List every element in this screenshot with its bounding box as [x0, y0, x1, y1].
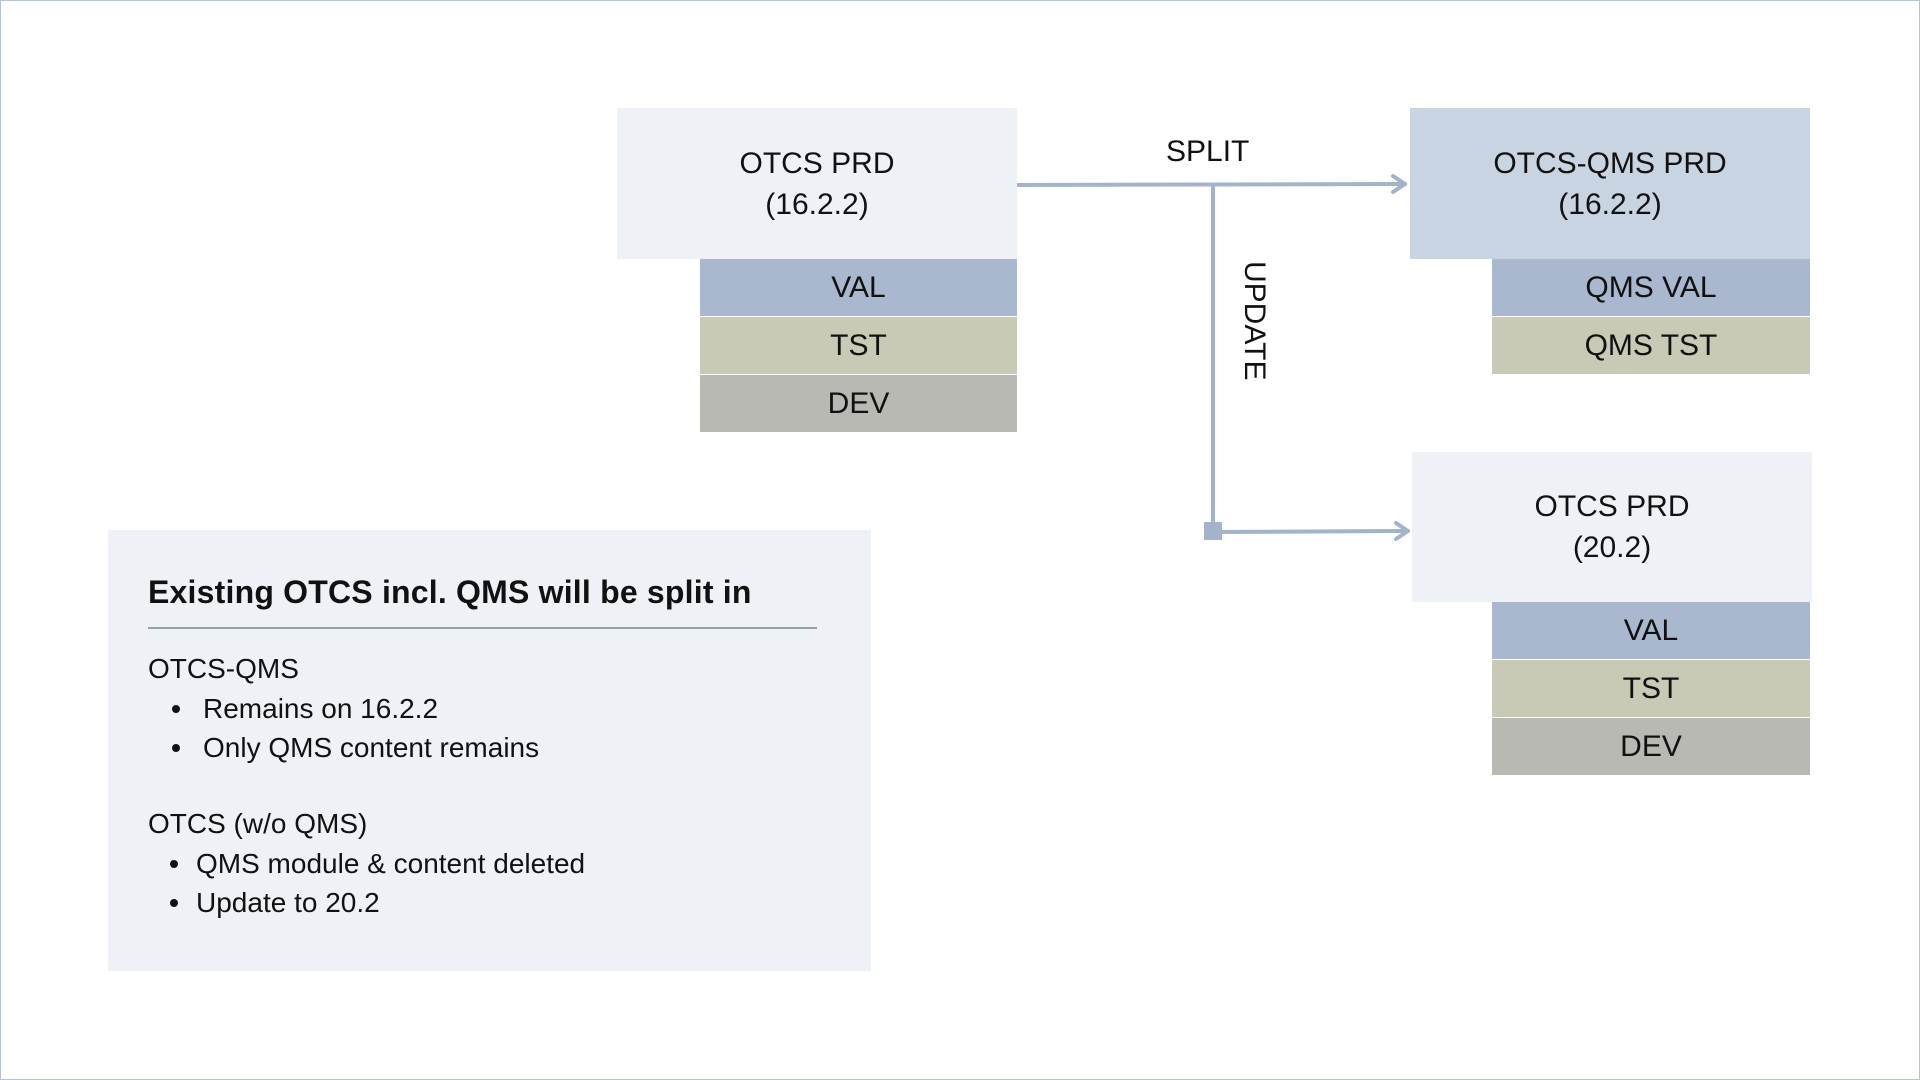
- source-prd-version: (16.2.2): [765, 187, 869, 221]
- split-label: SPLIT: [1166, 135, 1250, 168]
- info-list-qms: Remains on 16.2.2 Only QMS content remai…: [148, 689, 831, 767]
- list-item: Update to 20.2: [148, 883, 831, 922]
- info-group-title-qms: OTCS-QMS: [148, 653, 299, 684]
- updated-env-val: VAL: [1492, 602, 1810, 659]
- list-item: Only QMS content remains: [148, 728, 831, 767]
- info-group-title-otcs: OTCS (w/o QMS): [148, 808, 368, 839]
- updated-env-tst: TST: [1492, 660, 1810, 717]
- info-title: Existing OTCS incl. QMS will be split in: [148, 574, 817, 629]
- updated-prd-box: OTCS PRD (20.2): [1412, 452, 1812, 602]
- source-env-dev: DEV: [700, 375, 1017, 432]
- qms-env-val: QMS VAL: [1492, 259, 1810, 316]
- source-env-val: VAL: [700, 259, 1017, 316]
- updated-prd-title: OTCS PRD: [1534, 490, 1690, 523]
- source-prd-box: OTCS PRD (16.2.2): [617, 108, 1017, 259]
- updated-env-dev: DEV: [1492, 718, 1810, 775]
- info-panel: Existing OTCS incl. QMS will be split in…: [108, 530, 871, 971]
- qms-prd-title: OTCS-QMS PRD: [1493, 146, 1727, 180]
- qms-prd-box: OTCS-QMS PRD (16.2.2): [1410, 108, 1810, 259]
- update-label: UPDATE: [1238, 261, 1271, 381]
- updated-prd-version: (20.2): [1572, 531, 1652, 564]
- list-item: QMS module & content deleted: [148, 844, 831, 883]
- source-env-tst: TST: [700, 317, 1017, 374]
- qms-prd-version: (16.2.2): [1558, 187, 1662, 221]
- list-item: Remains on 16.2.2: [148, 689, 831, 728]
- qms-env-tst: QMS TST: [1492, 317, 1810, 374]
- source-prd-title: OTCS PRD: [739, 146, 895, 180]
- info-list-otcs: QMS module & content deleted Update to 2…: [148, 844, 831, 922]
